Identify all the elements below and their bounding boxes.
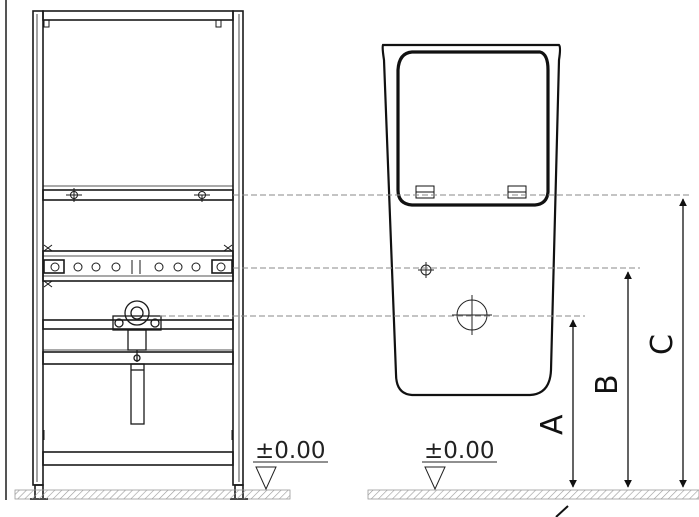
- frame-left-upright: [32, 10, 44, 486]
- dimension-a-label: A: [535, 414, 570, 435]
- dimension-c-label: C: [645, 334, 680, 355]
- dimension-b-label: B: [590, 374, 625, 395]
- floor-right: [367, 489, 699, 500]
- drain-fitting: [112, 300, 162, 362]
- crossbar-screws: [66, 188, 210, 202]
- level-mark-left: ±0.00: [253, 438, 328, 491]
- reference-lines: [160, 194, 690, 317]
- frame-lower-crossbar: [42, 319, 234, 330]
- frame-markers: [43, 244, 233, 440]
- urinal-bowl: [396, 50, 550, 207]
- frame-top-rail: [42, 10, 234, 21]
- urinal-connections: [418, 262, 492, 335]
- level-mark-right: ±0.00: [422, 438, 497, 491]
- frame-mounting-plate: [42, 250, 234, 282]
- urinal: [381, 43, 562, 397]
- urinal-body: [381, 43, 562, 397]
- level-label-left: ±0.00: [255, 438, 325, 464]
- drain-pipe: [130, 363, 145, 425]
- level-label-right: ±0.00: [424, 438, 494, 464]
- mounting-plate-holes: [50, 260, 226, 274]
- floor-left: [14, 489, 291, 500]
- installation-frame: [30, 10, 248, 500]
- frame-bottom-rail: [42, 451, 234, 466]
- dimension-lines: [569, 198, 687, 488]
- frame-right-upright: [232, 10, 244, 486]
- cropped-label-fragment: [555, 505, 569, 517]
